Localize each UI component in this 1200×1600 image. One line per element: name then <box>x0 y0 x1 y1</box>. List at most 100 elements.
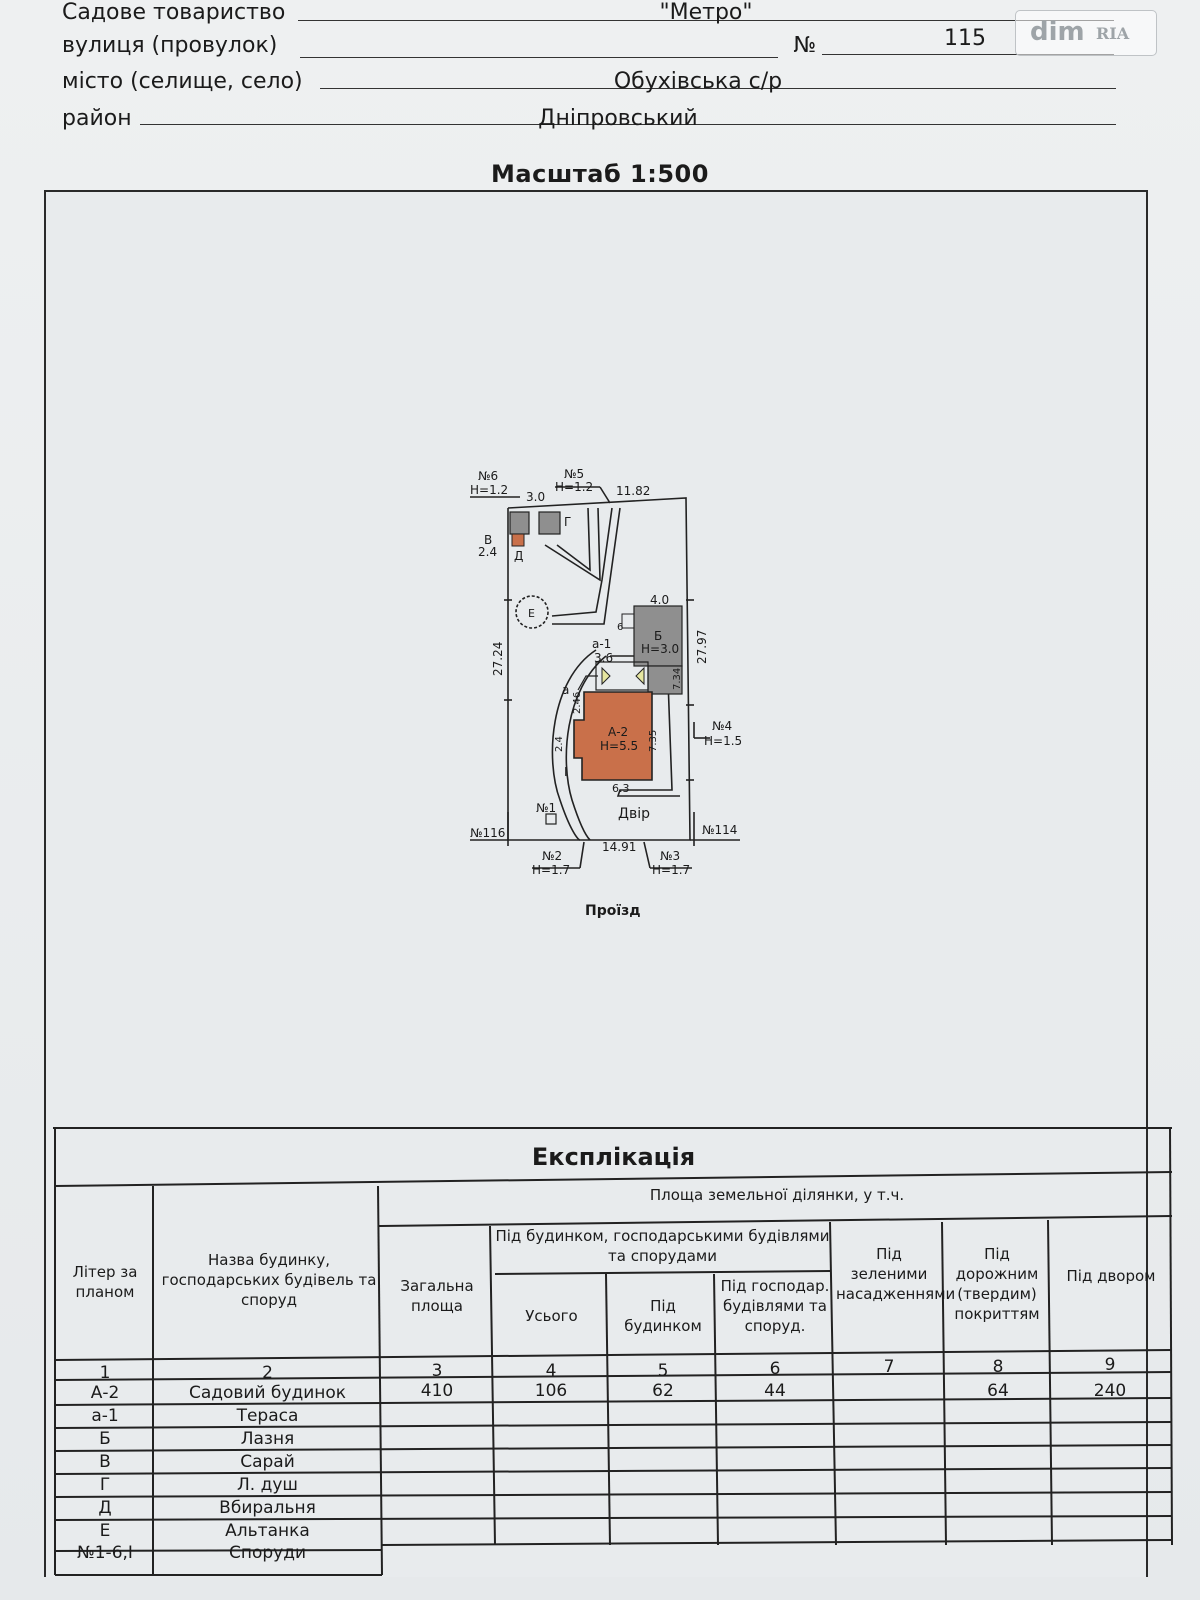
street-line <box>300 57 778 58</box>
row-yard: 240 <box>1093 1381 1127 1401</box>
mark-n6: №6 <box>478 469 498 483</box>
mark-house-h: H=5.5 <box>600 739 638 753</box>
porch-6 <box>621 613 635 629</box>
city-value: Обухівська с/р <box>613 69 783 94</box>
logo-ria-text: RIA <box>1096 24 1130 43</box>
mark-left-len: 27.24 <box>491 642 505 676</box>
header-under-house: Під будинком <box>624 1297 702 1335</box>
mark-house-name: А-2 <box>608 725 628 739</box>
mark-yard: Двір <box>618 806 650 822</box>
mark-b-w: 4.0 <box>650 593 669 607</box>
mark-a1: а-1 <box>592 637 611 651</box>
district-line <box>140 124 1116 125</box>
header-all: Усього <box>525 1307 578 1325</box>
number-label: № <box>793 33 817 58</box>
row-name: Тераса <box>236 1406 299 1426</box>
mark-v: В <box>484 533 492 547</box>
col-number: 9 <box>1104 1355 1116 1375</box>
row-liter: Е <box>99 1521 111 1541</box>
row-liter: №1-6,I <box>77 1543 133 1563</box>
number-value: 115 <box>944 26 986 51</box>
mark-n1: №1 <box>536 801 556 815</box>
mark-b-h: H=3.0 <box>641 642 679 656</box>
mark-n114: №114 <box>702 823 737 837</box>
structure-n1 <box>545 813 557 825</box>
row-name: Садовий будинок <box>188 1383 347 1403</box>
header-under-group: Під будинком, господарськими будівлями т… <box>495 1227 830 1265</box>
mark-right-len: 27.97 <box>695 630 709 664</box>
gazebo-e <box>515 595 549 629</box>
col-number: 2 <box>262 1363 273 1383</box>
mark-n6h: H=1.2 <box>470 483 508 497</box>
row-liter: А-2 <box>90 1383 120 1403</box>
city-label: місто (селище, село) <box>62 69 303 94</box>
building-b-porch <box>647 665 683 695</box>
scale-label: Масштаб 1:500 <box>491 160 709 188</box>
header-name: Назва будинку, господарських будівель та… <box>161 1251 377 1309</box>
row-name: Сарай <box>240 1452 295 1472</box>
header-area-group: Площа земельної ділянки, у т.ч. <box>649 1186 905 1204</box>
mark-e: Е <box>528 607 535 620</box>
mark-n5h: H=1.2 <box>555 480 593 494</box>
plan-frame <box>44 190 1148 1577</box>
mark-n4h: H=1.5 <box>704 734 742 748</box>
mark-passage: Проїзд <box>585 903 641 919</box>
mark-n5: №5 <box>564 467 584 481</box>
society-label: Садове товариство <box>62 0 286 25</box>
society-line <box>298 20 1114 21</box>
col-number: 7 <box>883 1357 895 1377</box>
mark-a: а <box>562 683 569 697</box>
mark-v-dim: 2.4 <box>478 545 497 559</box>
building-g <box>538 511 561 535</box>
col-number: 6 <box>769 1359 781 1379</box>
row-liter: Д <box>98 1498 112 1518</box>
mark-house-left: 2.4 <box>554 736 565 752</box>
mark-house-right: 7.35 <box>648 730 659 752</box>
mark-d: Д <box>514 549 523 563</box>
row-liter: а-1 <box>91 1406 119 1426</box>
path-right <box>551 507 621 625</box>
mark-n3h: H=1.7 <box>652 863 690 877</box>
mark-b-dim: 7.34 <box>672 668 683 690</box>
mark-n2: №2 <box>542 849 562 863</box>
col-number: 8 <box>992 1357 1004 1377</box>
number-line <box>822 54 1114 55</box>
row-liter: В <box>99 1452 111 1472</box>
row-all: 106 <box>534 1381 568 1401</box>
mark-house-bottom: 6.3 <box>612 782 630 795</box>
row-name: Лазня <box>240 1429 295 1449</box>
row-road: 64 <box>987 1381 1009 1401</box>
district-value: Дніпровський <box>538 106 698 131</box>
row-liter: Г <box>99 1475 111 1495</box>
terrace-a1 <box>595 661 649 691</box>
path-top <box>544 507 601 582</box>
mark-b-name: Б <box>654 629 662 643</box>
mark-n3: №3 <box>660 849 680 863</box>
mark-n4: №4 <box>712 719 732 733</box>
mark-top-w: 3.0 <box>526 490 545 504</box>
mark-a1-dim: 3.6 <box>594 651 613 665</box>
building-d <box>511 533 525 547</box>
row-house: 62 <box>652 1381 674 1401</box>
header-liter: Літер за планом <box>72 1263 138 1301</box>
row-name: Л. душ <box>237 1475 298 1495</box>
path-left-curve <box>551 649 607 841</box>
mark-g: Г <box>564 515 571 529</box>
mark-n2h: H=1.7 <box>532 863 570 877</box>
mark-top-len: 11.82 <box>616 484 650 498</box>
col-number: 4 <box>545 1361 557 1381</box>
mark-i: I <box>564 765 568 779</box>
row-farm: 44 <box>764 1381 786 1401</box>
street-label: вулиця (провулок) <box>62 33 278 58</box>
mark-b-6: 6 <box>617 622 623 633</box>
mark-a-dim: 2.46 <box>572 692 583 714</box>
header-total: Загальна площа <box>400 1277 474 1315</box>
header-yard: Під двором <box>1066 1267 1156 1285</box>
row-total: 410 <box>420 1381 454 1401</box>
building-b <box>633 605 683 667</box>
row-name: Вбиральня <box>219 1498 316 1518</box>
logo-dim-text: dim <box>1030 17 1085 47</box>
